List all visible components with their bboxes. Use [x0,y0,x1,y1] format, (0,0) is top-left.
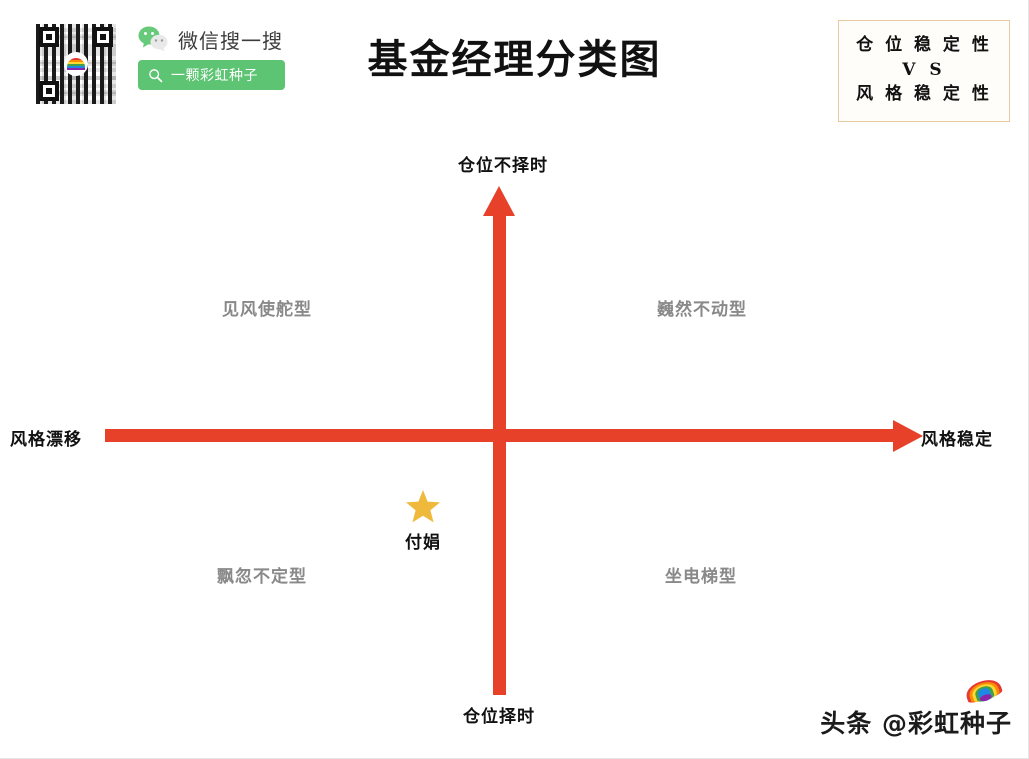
axis-arrow-up-icon [483,186,515,216]
qr-finder-bottom-left [39,81,59,101]
rainbow-logo-icon [64,52,88,76]
axis-label-left: 风格漂移 [10,430,82,450]
axis-label-top: 仓位不择时 [458,156,548,176]
watermark-text: 头条 @彩虹种子 [820,709,1012,738]
caption-line-vs: V S [902,59,946,80]
caption-box: 仓 位 稳 定 性 V S 风 格 稳 定 性 [838,20,1010,122]
page-title: 基金经理分类图 [367,36,662,83]
qr-code [36,24,116,104]
search-icon [149,68,163,82]
search-input[interactable]: 一颗彩虹种子 [138,60,285,90]
wechat-search-label: 微信搜一搜 [178,28,283,53]
qr-finder-top-right [93,27,113,47]
star-icon [406,490,440,523]
data-point-marker: 付娟 [384,489,462,553]
rainbow-logo-icon [964,677,1005,706]
quadrant-label-top-right: 巍然不动型 [657,300,747,320]
watermark: 头条 @彩虹种子 [820,711,1012,740]
axis-label-right: 风格稳定 [921,430,993,450]
wechat-icon [138,26,168,52]
quadrant-label-top-left: 见风使舵型 [222,300,312,320]
caption-line-1: 仓 位 稳 定 性 [856,35,992,55]
promo-text-column: 微信搜一搜 一颗彩虹种子 [138,24,285,90]
search-query-text: 一颗彩虹种子 [171,68,258,84]
caption-line-2: 风 格 稳 定 性 [856,84,992,105]
wechat-search-header: 微信搜一搜 [138,24,285,54]
qr-finder-top-left [39,27,59,47]
axis-arrow-right-icon [893,420,923,452]
wechat-promo-block: 微信搜一搜 一颗彩虹种子 [36,24,285,104]
data-point-label: 付娟 [405,533,441,553]
horizontal-axis [105,429,895,442]
quadrant-label-bottom-right: 坐电梯型 [665,567,737,587]
axis-label-bottom: 仓位择时 [463,707,535,727]
quadrant-label-bottom-left: 飘忽不定型 [217,567,307,587]
vertical-axis [493,213,506,695]
